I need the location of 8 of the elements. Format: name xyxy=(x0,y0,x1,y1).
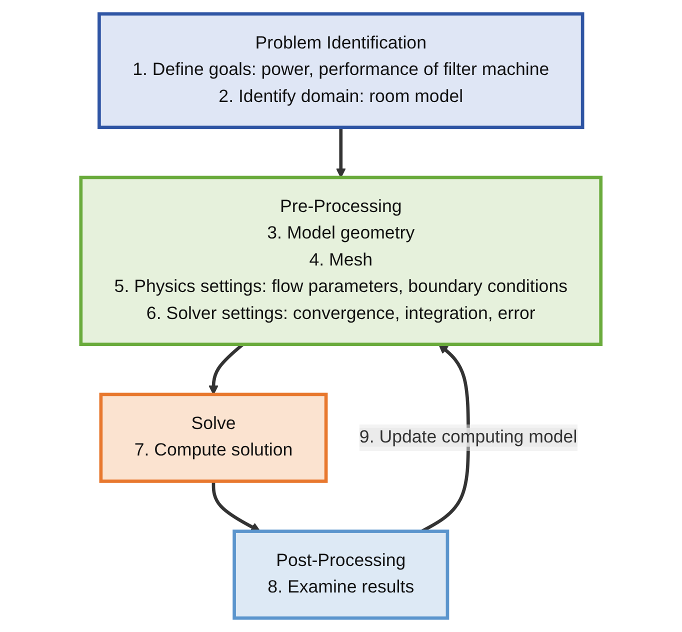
node-box: Pre-Processing 3. Model geometry 4. Mesh 5. Physics settings: flow parameters, boundary conditions 6. Solver settings: convergence, integration, error xyxy=(79,176,603,346)
arrow xyxy=(336,127,346,178)
arrow xyxy=(212,481,261,532)
edge-label: 9. Update computing model xyxy=(360,428,578,447)
node-box: Problem Identification 1. Define goals: power, performance of filter machine 2. Identify domain: room model xyxy=(98,12,584,130)
node-box: Post-Processing 8. Examine results xyxy=(232,530,450,620)
node-box: Solve 7. Compute solution xyxy=(99,392,328,483)
arrow xyxy=(208,343,244,395)
